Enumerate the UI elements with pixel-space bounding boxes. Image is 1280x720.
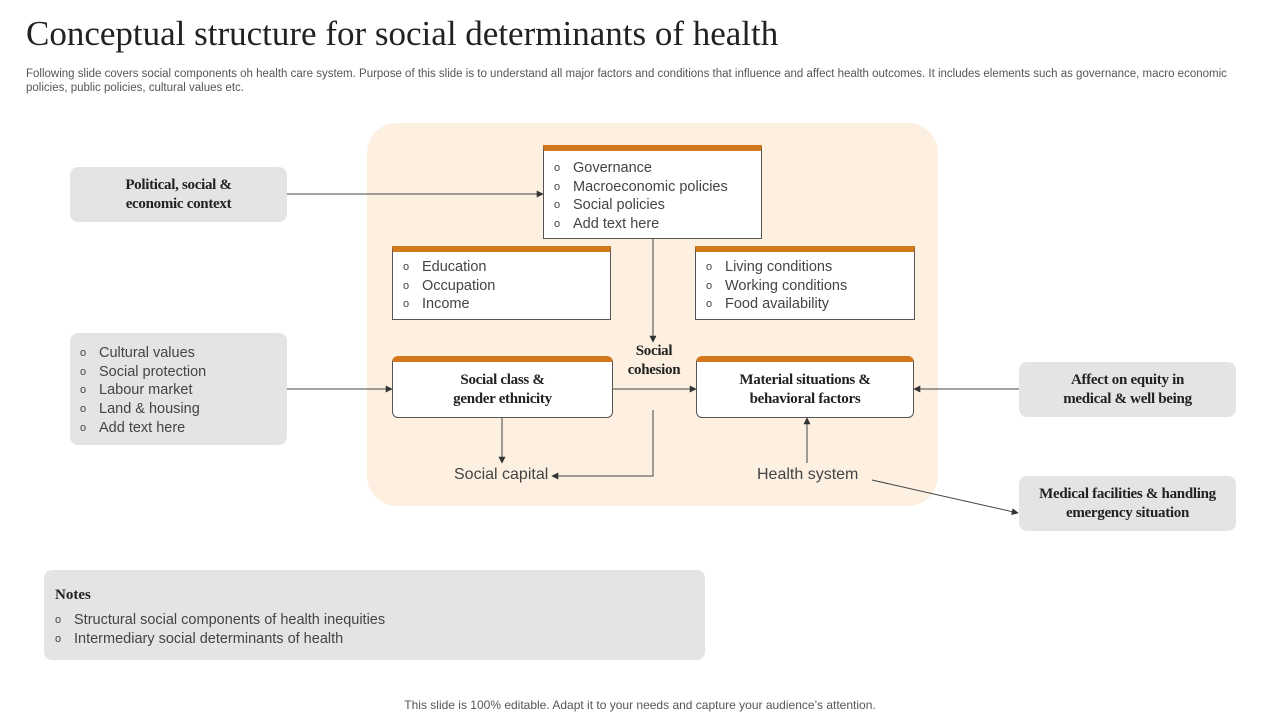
political-context-label: Political, social & economic context xyxy=(125,176,232,212)
equity-box: Affect on equity in medical & well being xyxy=(1019,362,1236,417)
medical-box: Medical facilities & handling emergency … xyxy=(1019,476,1236,531)
social-class-label: Social class & gender ethnicity xyxy=(453,371,552,407)
living-conditions-list: Living conditions Working conditions Foo… xyxy=(706,259,847,315)
list-item: Intermediary social determinants of heal… xyxy=(55,631,385,650)
list-item: Occupation xyxy=(403,278,495,297)
notes-title: Notes xyxy=(55,587,91,603)
cultural-list-box: Cultural values Social protection Labour… xyxy=(70,333,287,445)
cultural-list: Cultural values Social protection Labour… xyxy=(80,345,206,439)
notes-list: Structural social components of health i… xyxy=(55,612,385,649)
list-item: Add text here xyxy=(554,216,728,235)
slide-subtitle: Following slide covers social components… xyxy=(26,68,1227,94)
list-item: Social policies xyxy=(554,197,728,216)
equity-label: Affect on equity in medical & well being xyxy=(1063,371,1192,407)
living-conditions-box: Living conditions Working conditions Foo… xyxy=(695,246,915,320)
list-item: Cultural values xyxy=(80,345,206,364)
social-cohesion-label: Social cohesion xyxy=(627,343,681,378)
health-system-label: Health system xyxy=(757,466,859,483)
list-item: Education xyxy=(403,259,495,278)
slide-title: Conceptual structure for social determin… xyxy=(26,14,779,53)
notes-box: Notes Structural social components of he… xyxy=(44,570,705,660)
arrow-health-to-medical xyxy=(871,479,1019,516)
list-item: Add text here xyxy=(80,420,206,439)
governance-box: Governance Macroeconomic policies Social… xyxy=(543,145,762,239)
list-item: Working conditions xyxy=(706,278,847,297)
social-class-box: Social class & gender ethnicity xyxy=(392,356,613,418)
list-item: Labour market xyxy=(80,382,206,401)
list-item: Food availability xyxy=(706,296,847,315)
list-item: Income xyxy=(403,296,495,315)
education-list: Education Occupation Income xyxy=(403,259,495,315)
arrow-cohesion-to-capital xyxy=(551,410,654,480)
political-context-box: Political, social & economic context xyxy=(70,167,287,222)
list-item: Structural social components of health i… xyxy=(55,612,385,631)
medical-label: Medical facilities & handling emergency … xyxy=(1039,485,1216,521)
social-capital-label: Social capital xyxy=(454,466,549,483)
list-item: Governance xyxy=(554,160,728,179)
list-item: Social protection xyxy=(80,364,206,383)
material-label: Material situations & behavioral factors xyxy=(739,371,871,407)
list-item: Macroeconomic policies xyxy=(554,179,728,198)
governance-list: Governance Macroeconomic policies Social… xyxy=(554,160,728,235)
list-item: Land & housing xyxy=(80,401,206,420)
footer-text: This slide is 100% editable. Adapt it to… xyxy=(404,698,876,712)
education-box: Education Occupation Income xyxy=(392,246,611,320)
list-item: Living conditions xyxy=(706,259,847,278)
